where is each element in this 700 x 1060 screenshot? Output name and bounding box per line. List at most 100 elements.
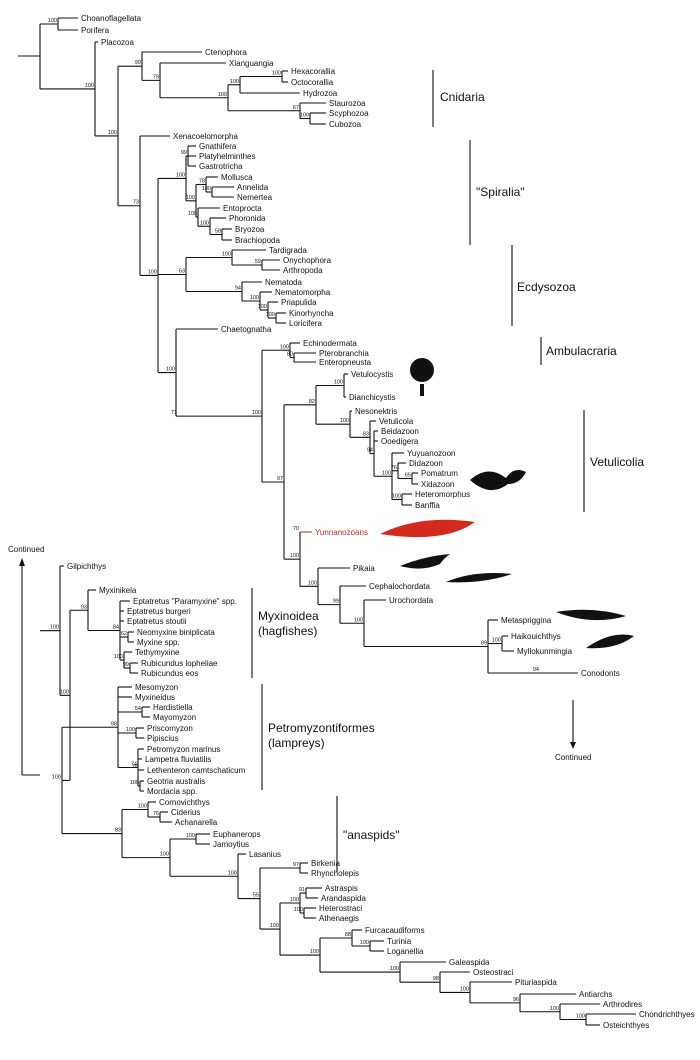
taxon-pipiscius: Pipiscius bbox=[147, 734, 179, 743]
support-value: 98 bbox=[111, 721, 117, 727]
taxon-arthrodires: Arthrodires bbox=[603, 1000, 642, 1009]
support-value: 55 bbox=[253, 893, 259, 899]
taxon-antiarchs: Antiarchs bbox=[579, 990, 612, 999]
taxon-loricifera: Loricifera bbox=[289, 319, 322, 328]
taxon-priscomyzon: Priscomyzon bbox=[147, 724, 193, 733]
taxon-choanoflagellata: Choanoflagellata bbox=[81, 14, 142, 23]
taxon-hydrozoa: Hydrozoa bbox=[303, 89, 338, 98]
support-value: 100 bbox=[188, 211, 197, 217]
taxon-eptatretus_burgeri: Eptatretus burgeri bbox=[127, 607, 191, 616]
myllokunmingia-silhouette-icon bbox=[586, 634, 634, 649]
support-value: 100 bbox=[176, 172, 185, 178]
taxon-rhyncholepis: Rhyncholepis bbox=[311, 869, 359, 878]
support-value: 97 bbox=[293, 862, 299, 868]
support-value: 100 bbox=[85, 83, 94, 89]
taxon-platyhelminthes: Platyhelminthes bbox=[199, 152, 255, 161]
taxon-phoronida: Phoronida bbox=[229, 214, 266, 223]
support-value: 100 bbox=[300, 113, 309, 119]
taxon-nematomorpha: Nematomorpha bbox=[275, 288, 331, 297]
support-value: 83 bbox=[363, 431, 369, 437]
taxon-pituriaspida: Pituriaspida bbox=[515, 978, 557, 987]
clade-label-spiralia: "Spiralia" bbox=[476, 185, 525, 199]
taxon-bryozoa: Bryozoa bbox=[235, 225, 265, 234]
taxon-gilpichthys: Gilpichthys bbox=[67, 562, 106, 571]
support-value: 100 bbox=[390, 966, 399, 972]
taxon-nematoda: Nematoda bbox=[265, 278, 302, 287]
support-value: 97 bbox=[277, 476, 283, 482]
taxon-osteichthyes: Osteichthyes bbox=[603, 1021, 649, 1030]
yunnanozoan-silhouette-icon bbox=[380, 519, 475, 538]
support-value: 63 bbox=[179, 269, 185, 275]
support-value: 65 bbox=[405, 473, 411, 479]
support-value: 100 bbox=[460, 986, 469, 992]
support-value: 100 bbox=[250, 295, 259, 301]
taxon-staurozoa: Staurozoa bbox=[329, 99, 366, 108]
support-value: 91 bbox=[299, 887, 305, 893]
taxon-lampetra: Lampetra fluviatilis bbox=[145, 755, 211, 764]
support-value: 82 bbox=[309, 399, 315, 405]
support-value: 59 bbox=[255, 259, 261, 265]
taxon-placozoa: Placozoa bbox=[101, 38, 134, 47]
support-value: 100 bbox=[252, 410, 261, 416]
taxon-myxine: Myxine spp. bbox=[137, 638, 180, 647]
support-value: 76 bbox=[391, 465, 397, 471]
taxon-beidazoon: Beidazoon bbox=[381, 427, 419, 436]
clade-label-myxinoidea: Myxinoidea bbox=[258, 609, 319, 623]
taxon-lasanius: Lasanius bbox=[249, 850, 281, 859]
support-value: 100 bbox=[186, 833, 195, 839]
taxon-mollusca: Mollusca bbox=[221, 173, 253, 182]
taxon-ctenophora: Ctenophora bbox=[205, 48, 247, 57]
taxon-tardigrada: Tardigrada bbox=[269, 246, 307, 255]
support-value: 100 bbox=[126, 727, 135, 733]
support-value: 100 bbox=[280, 344, 289, 350]
support-value: 100 bbox=[50, 625, 59, 631]
taxon-cubozoa: Cubozoa bbox=[329, 120, 362, 129]
support-value: 100 bbox=[310, 949, 319, 955]
taxon-pikaia: Pikaia bbox=[353, 564, 375, 573]
support-value: 62 bbox=[121, 631, 127, 637]
taxon-rubicundus_eos: Rubicundus eos bbox=[141, 669, 198, 678]
support-value: 80 bbox=[287, 352, 293, 358]
support-value: 100 bbox=[148, 269, 157, 275]
support-value: 100 bbox=[272, 71, 281, 77]
support-value: 98 bbox=[433, 976, 439, 982]
taxon-birkenia: Birkenia bbox=[311, 859, 340, 868]
support-value: 100 bbox=[290, 897, 299, 903]
support-value: 100 bbox=[160, 852, 169, 858]
taxon-yuyuanozoon: Yuyuanozoon bbox=[407, 449, 456, 458]
support-value: 93 bbox=[81, 604, 87, 610]
support-value: 94 bbox=[533, 667, 539, 673]
support-value: 99 bbox=[135, 60, 141, 66]
support-value: 100 bbox=[392, 494, 401, 500]
taxon-onychophora: Onychophora bbox=[283, 256, 332, 265]
support-value: 89 bbox=[133, 764, 139, 770]
taxon-gnathifera: Gnathifera bbox=[199, 142, 237, 151]
support-value: 100 bbox=[108, 130, 117, 136]
taxon-chaetognatha: Chaetognatha bbox=[221, 325, 272, 334]
support-value: 58 bbox=[215, 229, 221, 235]
taxon-vetulicola: Vetulicola bbox=[379, 417, 414, 426]
taxon-myxineidus: Myxineidus bbox=[135, 693, 175, 702]
taxon-conodonts: Conodonts bbox=[581, 669, 620, 678]
support-value: 100 bbox=[576, 1014, 585, 1020]
taxon-kinorhyncha: Kinorhyncha bbox=[289, 309, 334, 318]
support-value: 94 bbox=[367, 448, 373, 454]
taxon-brachiopoda: Brachiopoda bbox=[235, 236, 280, 245]
support-value: 100 bbox=[308, 580, 317, 586]
arrow-down-icon bbox=[570, 742, 576, 749]
taxon-heteromorphus: Heteromorphus bbox=[415, 490, 470, 499]
taxon-hexacorallia: Hexacorallia bbox=[291, 67, 336, 76]
support-value: 83 bbox=[115, 828, 121, 834]
support-value: 100 bbox=[550, 1006, 559, 1012]
support-value: 99 bbox=[181, 150, 187, 156]
taxon-mordacia: Mordacia spp. bbox=[147, 787, 197, 796]
taxon-priapulida: Priapulida bbox=[281, 298, 317, 307]
support-value: 76 bbox=[153, 811, 159, 817]
taxon-cephalochordata: Cephalochordata bbox=[369, 582, 430, 591]
support-value: 100 bbox=[186, 195, 195, 201]
taxon-banffia: Banffia bbox=[415, 501, 440, 510]
support-value: 94 bbox=[235, 286, 241, 292]
vetulicolian-silhouette-icon bbox=[470, 470, 526, 491]
support-value: 100 bbox=[138, 804, 147, 810]
